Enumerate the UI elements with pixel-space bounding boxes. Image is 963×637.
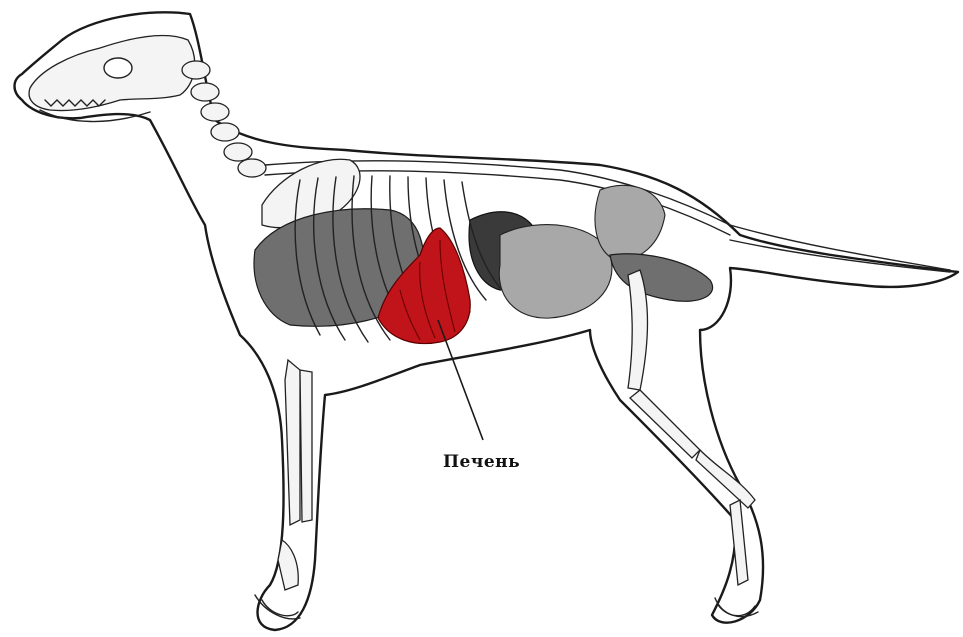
hindgut: [610, 254, 713, 302]
dog-body-outline: [15, 12, 959, 630]
hind-legs: [628, 270, 758, 617]
intestines: [499, 225, 612, 319]
pelvis: [595, 185, 665, 260]
eye-socket: [104, 58, 132, 78]
cervical-vertebrae: [182, 61, 266, 177]
liver-label: Печень: [443, 452, 520, 472]
label-pointer-line: [438, 320, 483, 440]
